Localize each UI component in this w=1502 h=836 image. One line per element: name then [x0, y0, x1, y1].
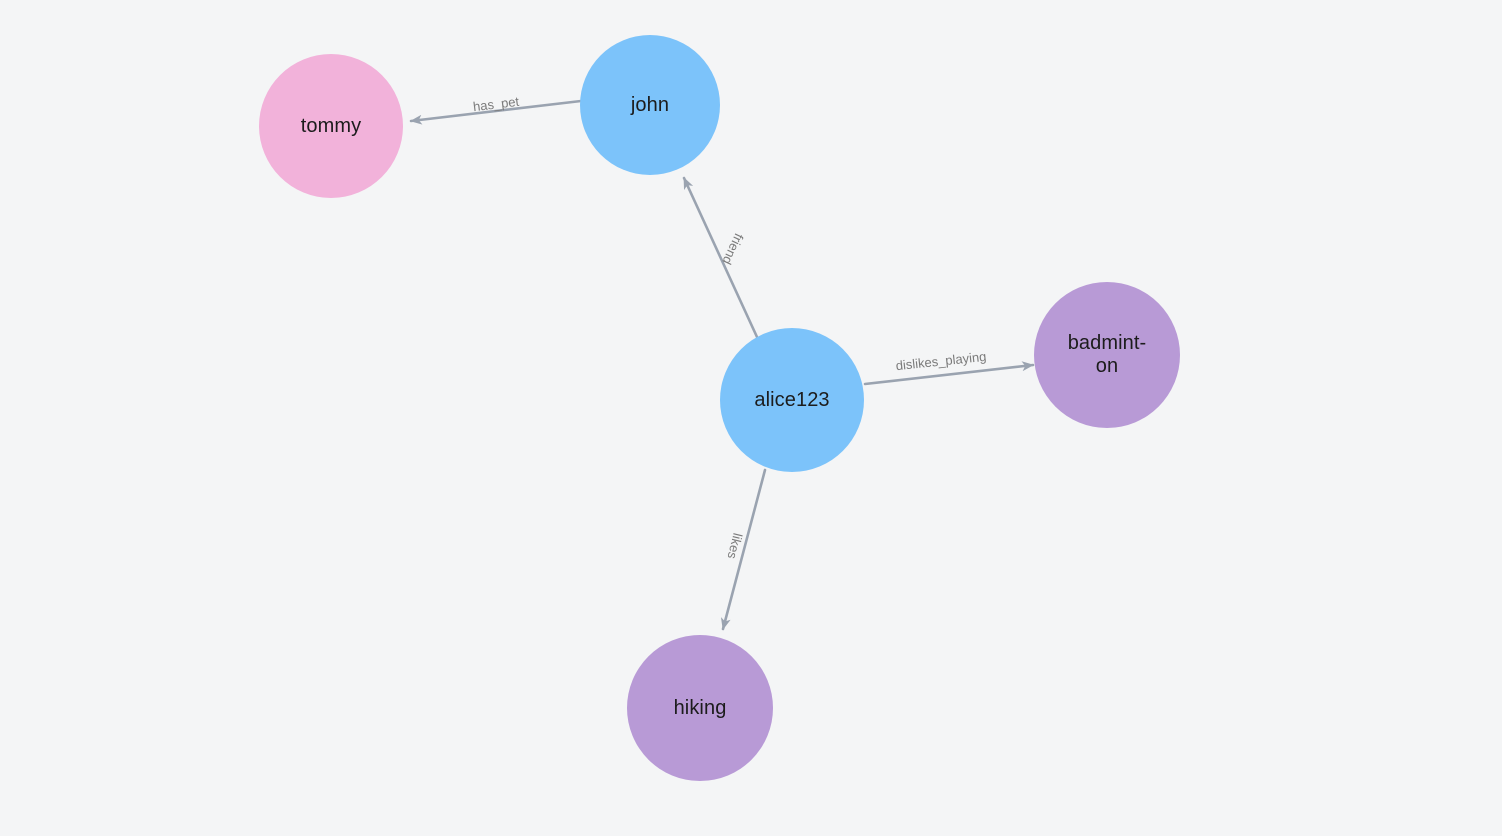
- graph-node-alice123[interactable]: alice123: [720, 328, 864, 472]
- graph-node-label: tommy: [300, 114, 362, 137]
- graph-edge[interactable]: [682, 176, 759, 339]
- graph-node-label: badmint- on: [1067, 332, 1147, 377]
- graph-node-label: hiking: [673, 696, 727, 719]
- graph-node-tommy[interactable]: tommy: [259, 54, 403, 198]
- graph-edge[interactable]: [863, 361, 1035, 386]
- graph-edge[interactable]: [409, 99, 583, 125]
- graph-node-john[interactable]: john: [580, 35, 720, 175]
- graph-node-label: alice123: [754, 388, 830, 411]
- graph-node-hiking[interactable]: hiking: [627, 635, 773, 781]
- graph-edge[interactable]: [720, 468, 767, 631]
- graph-node-badminton[interactable]: badmint- on: [1034, 282, 1180, 428]
- graph-node-label: john: [630, 93, 670, 116]
